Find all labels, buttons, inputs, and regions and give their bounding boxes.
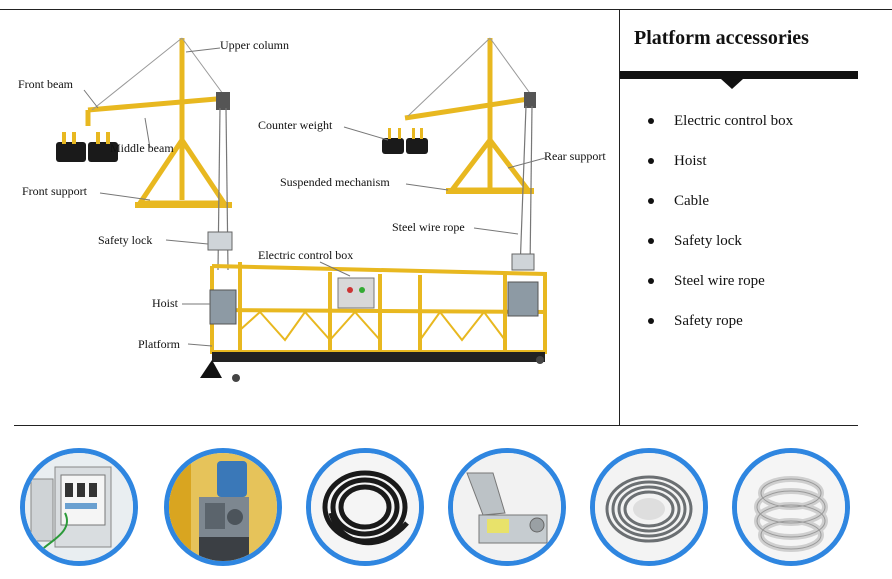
label-front-beam: Front beam	[18, 77, 73, 91]
list-item: Cable	[640, 188, 793, 228]
platform-wheel-block	[200, 360, 222, 378]
sidebar-title-arrow	[721, 79, 743, 89]
cable-coil-photo-icon	[311, 453, 419, 561]
label-rear-support: Rear support	[544, 149, 606, 163]
safety-rope-coil-photo-icon	[737, 453, 845, 561]
list-item: Safety rope	[640, 308, 793, 348]
list-item: Steel wire rope	[640, 268, 793, 308]
platform-cage	[210, 262, 547, 356]
gondola-diagram	[56, 37, 547, 382]
list-item: Hoist	[640, 148, 793, 188]
leader-lines	[83, 47, 546, 347]
safety-lock-photo-icon	[453, 453, 561, 561]
steel-wire-coil-photo-icon	[595, 453, 703, 561]
right-suspension-mechanism	[404, 38, 536, 194]
label-middle-beam: Middle beam	[110, 141, 174, 155]
sidebar-title-bar	[620, 71, 858, 79]
label-upper-column: Upper column	[220, 38, 289, 52]
label-front-support: Front support	[22, 184, 88, 198]
control-box-photo-icon	[25, 453, 133, 561]
right-counter-weight	[382, 128, 428, 154]
left-counter-weight	[56, 132, 118, 162]
label-safety-lock: Safety lock	[98, 233, 153, 247]
hoist-device-right	[507, 281, 539, 317]
left-tension-wire	[91, 37, 183, 111]
accessories-list: Electric control box Hoist Cable Safety …	[640, 108, 793, 348]
top-border	[0, 9, 892, 10]
safety-lock-device	[207, 231, 233, 251]
vertical-divider	[619, 9, 620, 425]
label-steel-wire-rope: Steel wire rope	[392, 220, 465, 234]
control-box-device	[337, 277, 375, 309]
hoist-device-left	[209, 289, 237, 325]
thumbnail-control-box	[20, 448, 138, 566]
label-suspended-mechanism: Suspended mechanism	[280, 175, 390, 189]
thumbnail-steel-wire-rope	[590, 448, 708, 566]
label-hoist: Hoist	[152, 296, 179, 310]
thumbnail-safety-rope	[732, 448, 850, 566]
platform-floor	[212, 352, 545, 362]
left-pulley	[216, 92, 230, 110]
label-electric-control-box: Electric control box	[258, 248, 354, 262]
left-suspension-mechanism	[85, 38, 232, 208]
list-item: Safety lock	[640, 228, 793, 268]
label-platform: Platform	[138, 337, 180, 351]
horizontal-divider	[14, 425, 858, 426]
label-counter-weight: Counter weight	[258, 118, 333, 132]
hoist-photo-icon	[169, 453, 277, 561]
list-item: Electric control box	[640, 108, 793, 148]
thumbnail-hoist	[164, 448, 282, 566]
sidebar-title: Platform accessories	[634, 27, 809, 49]
thumbnail-safety-lock	[448, 448, 566, 566]
thumbnail-cable	[306, 448, 424, 566]
